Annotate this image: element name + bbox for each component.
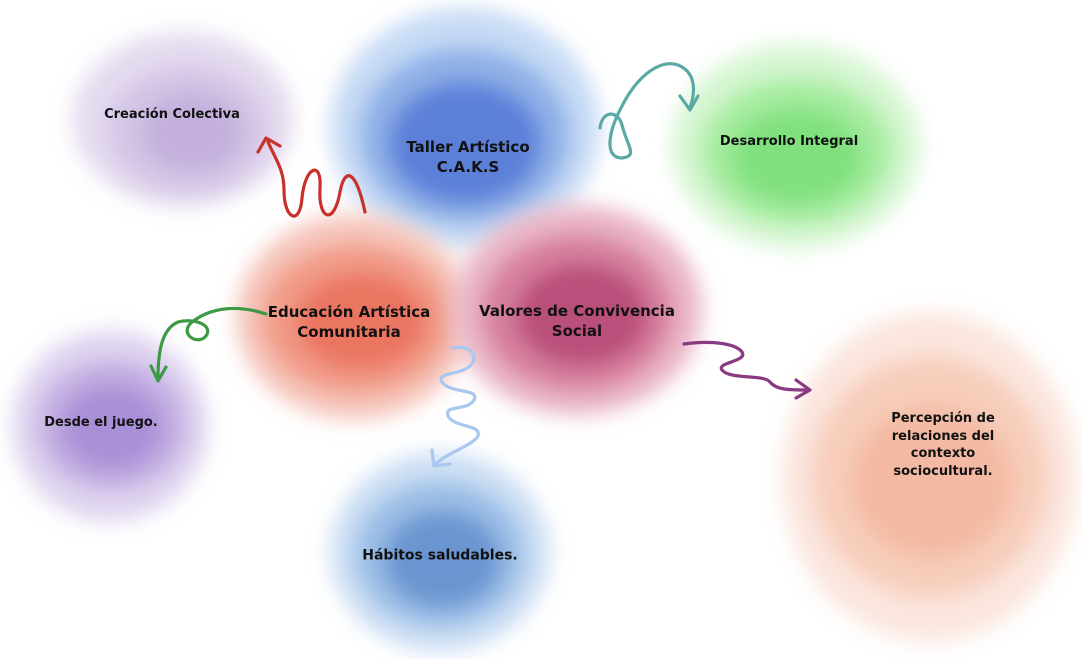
node-label-habitos-saludables: Hábitos saludables.	[362, 547, 518, 564]
arrow-educacion-to-juego	[149, 306, 268, 383]
watercolor-blob-taller	[330, 8, 600, 248]
watercolor-blob-desarrollo	[672, 44, 920, 248]
watercolor-blob-habitos	[330, 452, 550, 657]
node-label-valores-convivencia: Valores de Convivencia Social	[479, 301, 675, 340]
node-label-desde-el-juego: Desde el juego.	[44, 415, 158, 431]
watercolor-blob-creacion	[72, 22, 294, 212]
node-label-percepcion-relaciones: Percepción de relaciones del contexto so…	[891, 410, 995, 479]
node-label-taller-artistico: Taller Artístico C.A.K.S	[406, 137, 530, 176]
node-label-creacion-colectiva: Creación Colectiva	[104, 107, 240, 123]
arrow-valores-to-habitos	[430, 345, 480, 468]
watercolor-blob-educacion	[236, 214, 472, 420]
arrow-valores-to-percepcion	[682, 340, 812, 400]
watercolor-blob-juego	[12, 330, 208, 522]
arrow-taller-to-desarrollo	[598, 62, 700, 160]
arrow-educacion-to-creacion	[256, 136, 367, 218]
node-label-desarrollo-integral: Desarrollo Integral	[719, 134, 859, 150]
node-label-educacion-artistica: Educación Artística Comunitaria	[267, 302, 431, 341]
watercolor-blob-percepcion	[782, 312, 1078, 642]
watercolor-blob-valores	[452, 205, 702, 415]
